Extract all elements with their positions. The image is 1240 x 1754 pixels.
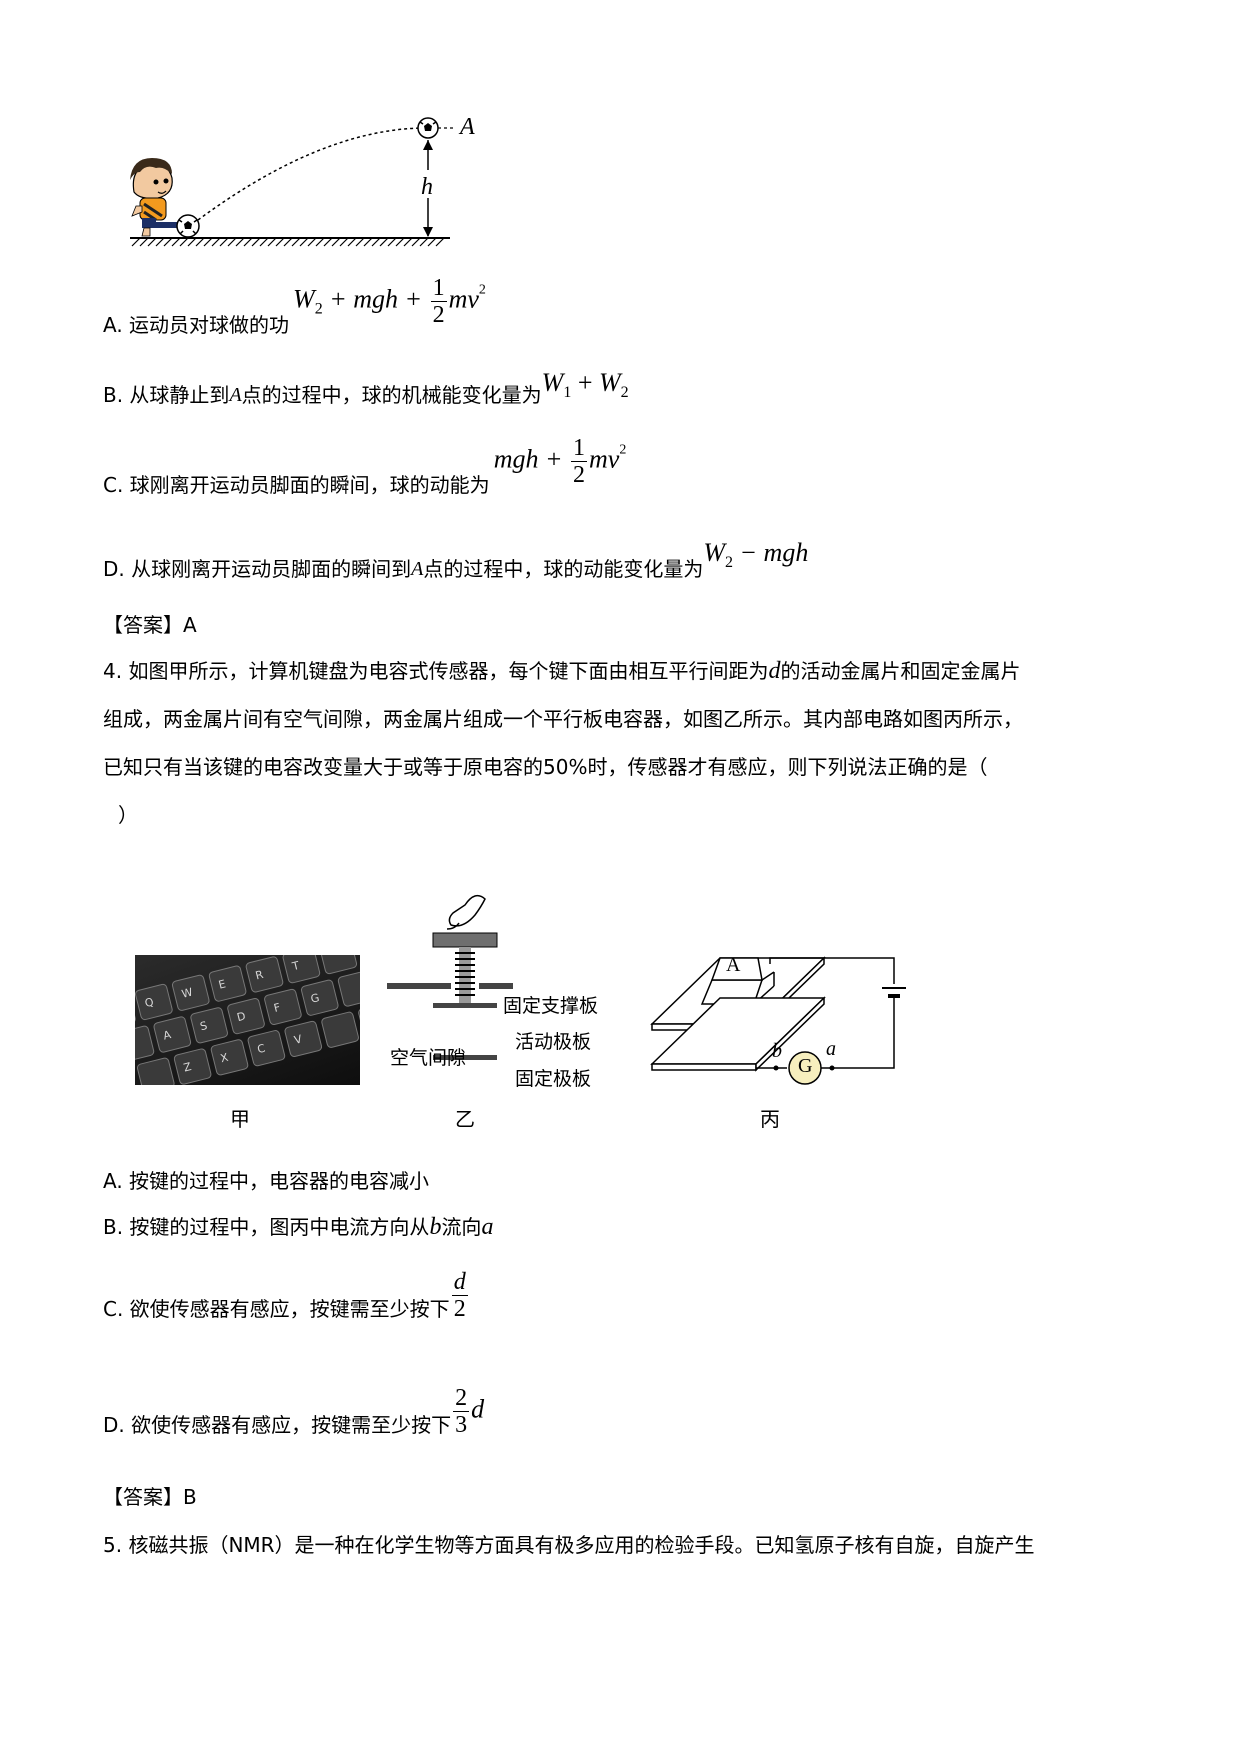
keyboard-key-label: A: [162, 1028, 173, 1043]
keyboard-key: [190, 1007, 228, 1044]
keyboard-key-label: Z: [182, 1060, 193, 1075]
keyboard-key-label: W: [180, 986, 194, 1001]
keyboard-key: [358, 1002, 360, 1039]
keyboard-key-label: Q: [143, 995, 155, 1010]
caption-jia: 甲: [230, 1107, 250, 1131]
keyboard-key: [210, 1039, 249, 1076]
keyboard-key: [264, 988, 302, 1026]
keyboard-key: [135, 1025, 155, 1062]
keyboard-key: [227, 998, 265, 1035]
label-fixed-plate: 固定极板: [515, 1068, 592, 1090]
q4-answer: 【答案】B: [103, 1485, 197, 1509]
caption-bing: 丙: [760, 1107, 780, 1131]
keyboard-key-label: F: [272, 1001, 281, 1015]
keyboard-key: [321, 1011, 359, 1048]
keyboard-key-label: C: [256, 1042, 267, 1057]
caption-yi: 乙: [455, 1107, 475, 1131]
keyboard-photo: Q W E R T A S D F G Z X C V: [135, 955, 360, 1085]
q3-option-d: D. 从球刚离开运动员脚面的瞬间到 A 点的过程中，球的动能变化量为 W2 − …: [103, 538, 809, 581]
keyboard-key: [282, 955, 321, 984]
q4-option-a: A. 按键的过程中，电容器的电容减小: [103, 1169, 430, 1193]
circuit-point-b: b: [772, 1040, 782, 1062]
keyboard-key: [245, 956, 284, 993]
trajectory-curve: [197, 127, 423, 221]
label-fixed-support-plate: 固定支撑板: [503, 995, 599, 1017]
q3-option-b: B. 从球静止到 A 点的过程中，球的机械能变化量为 W1 + W2: [103, 368, 629, 407]
keyboard-key: [319, 955, 358, 975]
keyboard-key: [171, 974, 210, 1011]
keyboard-key: [173, 1048, 212, 1085]
circuit-diagram: [650, 956, 906, 1085]
circuit-key-label: A: [726, 954, 741, 976]
q4-stem-line4: ）: [118, 803, 138, 827]
projectile-figure: [130, 117, 456, 247]
keyboard-key: [337, 970, 360, 1007]
label-movable-plate: 活动极板: [515, 1031, 592, 1053]
galvanometer-label: G: [798, 1055, 813, 1077]
keyboard-key-label: G: [309, 991, 320, 1006]
q4-stem-line2: 组成，两金属片间有空气间隙，两金属片组成一个平行板电容器，如图乙所示。其内部电路…: [103, 707, 1023, 731]
key-cross-section: [387, 894, 513, 1060]
keyboard-key: [136, 1057, 175, 1085]
ball-at-a: [417, 117, 439, 139]
q4-option-b: B. 按键的过程中，图丙中电流方向从b流向a: [103, 1214, 494, 1240]
q4-stem-line1: 4. 如图甲所示，计算机键盘为电容式传感器，每个键下面由相互平行间距为d的活动金…: [103, 658, 1021, 684]
keyboard-key: [300, 979, 339, 1016]
keyboard-key-label: E: [217, 977, 227, 991]
q3-answer: 【答案】A: [103, 613, 197, 637]
keyboard-key-label: S: [199, 1019, 209, 1033]
q4-stem-line3: 已知只有当该键的电容改变量大于或等于原电容的50%时，传感器才有感应，则下列说法…: [103, 755, 988, 779]
keyboard-key: [135, 983, 173, 1021]
label-air-gap: 空气间隙: [390, 1047, 467, 1069]
keyboard-key: [153, 1016, 192, 1053]
keyboard-key-label: X: [219, 1051, 230, 1066]
keyboard-key-label: T: [290, 959, 301, 974]
ball-start: [176, 214, 200, 238]
keyboard-key-label: R: [254, 968, 265, 983]
boy-illustration: [130, 158, 178, 237]
keyboard-key: [208, 965, 247, 1002]
q5-stem-line1: 5. 核磁共振（NMR）是一种在化学生物等方面具有极多应用的检验手段。已知氢原子…: [103, 1533, 1035, 1557]
height-label: h: [421, 174, 433, 200]
keyboard-key: [284, 1020, 323, 1058]
circuit-point-a: a: [826, 1038, 836, 1060]
keyboard-key-label: V: [293, 1032, 304, 1047]
keyboard-key-label: D: [236, 1009, 247, 1024]
point-a-label: A: [460, 114, 475, 140]
keyboard-key: [247, 1030, 286, 1067]
